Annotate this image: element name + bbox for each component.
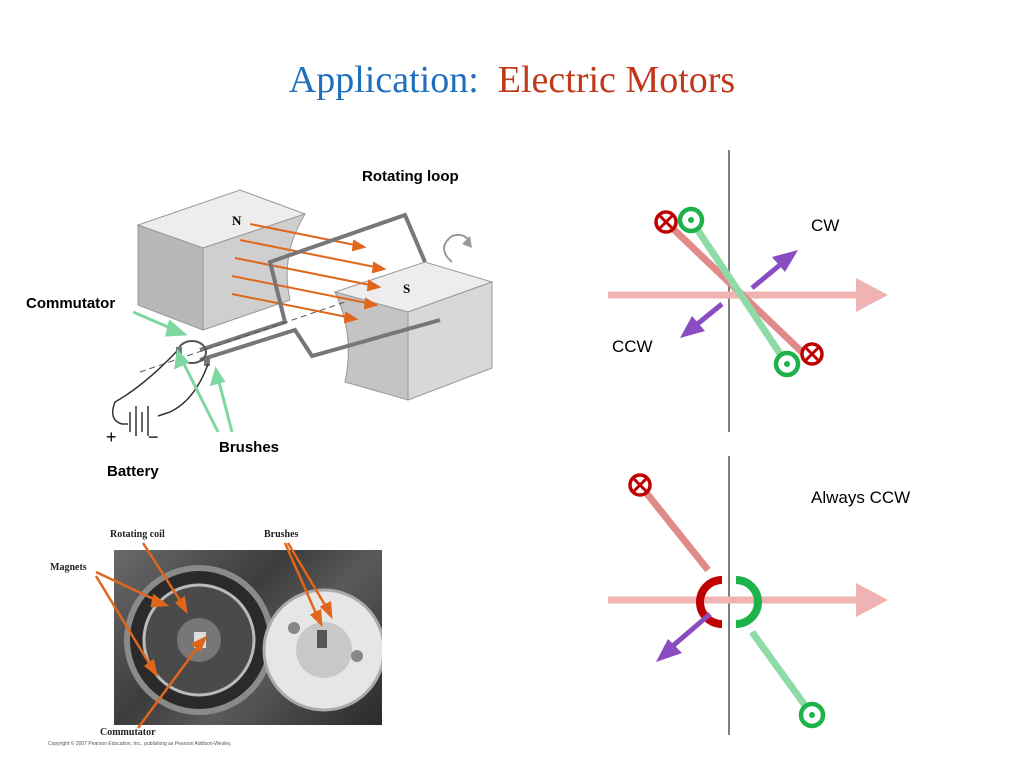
- bottom-into-page-symbol: [628, 473, 652, 497]
- rotating-loop: [199, 212, 441, 362]
- commutator-green-half: [735, 576, 762, 628]
- top-into-page-symbol-lower: [800, 342, 824, 366]
- photo-commutator-label: Commutator: [100, 727, 156, 738]
- rotation-icon: [443, 233, 472, 263]
- commutator-label: Commutator: [26, 295, 116, 312]
- always-ccw-label: Always CCW: [811, 488, 911, 507]
- label-pointers: [132, 310, 234, 433]
- south-magnet: [333, 261, 494, 401]
- battery-label: Battery: [107, 463, 159, 480]
- top-force-arrow-up: [750, 250, 798, 290]
- rotation-axis: [139, 301, 346, 373]
- battery-plus-sign: +: [106, 427, 117, 447]
- photo-magnets-label: Magnets: [50, 562, 87, 573]
- magnetic-field-arrows: [231, 223, 387, 324]
- bottom-force-diagram: [608, 456, 888, 735]
- title-application: Application:: [288, 59, 479, 101]
- title-electric-motors: Electric Motors: [497, 59, 736, 101]
- ccw-label: CCW: [612, 337, 653, 356]
- copyright-notice: Copyright © 2007 Pearson Education, Inc.…: [48, 741, 232, 747]
- photo-brushes-label: Brushes: [264, 529, 299, 540]
- brushes-label: Brushes: [219, 439, 280, 456]
- top-force-arrow-down: [680, 302, 724, 338]
- commutator-red-half: [696, 576, 723, 628]
- bottom-force-arrow: [656, 612, 712, 662]
- south-pole-label: S: [403, 281, 411, 296]
- rotating-loop-label: Rotating loop: [362, 168, 459, 185]
- bottom-field-arrow: [608, 583, 888, 617]
- top-out-of-page-symbol-lower: [773, 350, 801, 378]
- battery-minus-sign: −: [148, 427, 159, 447]
- top-out-of-page-symbol-upper: [677, 206, 705, 234]
- north-pole-label: N: [232, 213, 242, 228]
- slide-title: Application: Electric Motors: [0, 58, 1024, 102]
- brush-right: [204, 358, 210, 366]
- top-into-page-symbol-upper: [654, 210, 678, 234]
- bottom-green-wire: [749, 629, 815, 718]
- battery-circuit: [111, 349, 209, 436]
- photo-rotating-coil-label: Rotating coil: [110, 529, 165, 540]
- top-field-arrow: [608, 278, 888, 312]
- bottom-red-wire: [637, 482, 711, 573]
- top-force-diagram: [608, 150, 888, 432]
- bottom-out-of-page-symbol: [798, 701, 826, 729]
- cw-label: CW: [811, 216, 840, 235]
- top-green-wire: [688, 218, 790, 366]
